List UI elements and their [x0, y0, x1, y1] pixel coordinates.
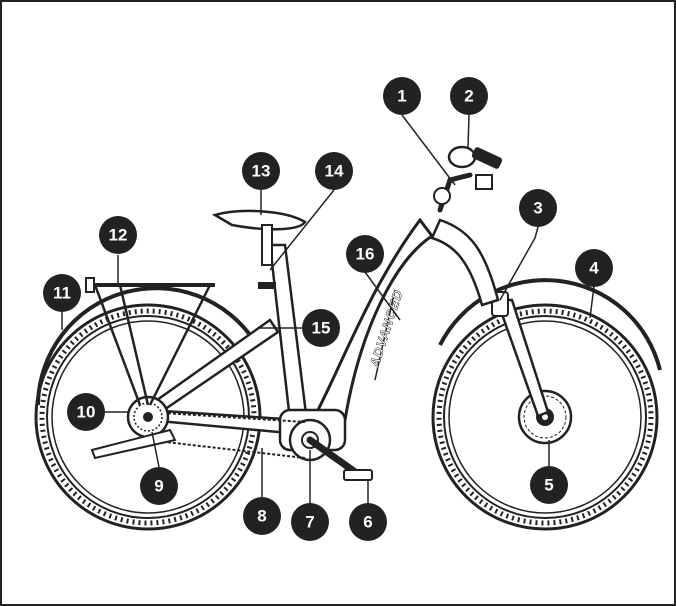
- callout-7: 7: [291, 503, 329, 541]
- callout-2: 2: [450, 77, 488, 115]
- callout-13: 13: [242, 152, 280, 190]
- callout-15-label: 15: [312, 319, 331, 338]
- callout-16: 16: [346, 235, 384, 273]
- callout-5: 5: [530, 466, 568, 504]
- callout-6: 6: [349, 503, 387, 541]
- callout-10: 10: [67, 393, 105, 431]
- callout-14: 14: [315, 152, 353, 190]
- callout-16-label: 16: [356, 245, 375, 264]
- callout-12-label: 12: [109, 226, 128, 245]
- callout-7-label: 7: [305, 513, 314, 532]
- callout-8-label: 8: [257, 507, 266, 526]
- callout-10-label: 10: [77, 403, 96, 422]
- callout-4-label: 4: [589, 259, 599, 278]
- callout-6-label: 6: [363, 513, 372, 532]
- callout-11-label: 11: [53, 284, 71, 303]
- callout-9: 9: [140, 467, 178, 505]
- callout-11: 11: [43, 274, 81, 312]
- callout-3: 3: [519, 189, 557, 227]
- callout-2-label: 2: [464, 87, 473, 106]
- callout-14-label: 14: [325, 162, 344, 181]
- callout-5-label: 5: [544, 476, 553, 495]
- callout-4: 4: [575, 249, 613, 287]
- saddle: [215, 211, 305, 289]
- callout-12: 12: [99, 216, 137, 254]
- callout-3-label: 3: [533, 199, 542, 218]
- callout-1: 1: [383, 77, 421, 115]
- callout-15: 15: [302, 309, 340, 347]
- drivetrain: [92, 397, 372, 480]
- callout-8: 8: [243, 497, 281, 535]
- callout-1-label: 1: [397, 87, 406, 106]
- callout-13-label: 13: [252, 162, 271, 181]
- handlebar-stem: [434, 146, 503, 210]
- callout-9-label: 9: [154, 477, 163, 496]
